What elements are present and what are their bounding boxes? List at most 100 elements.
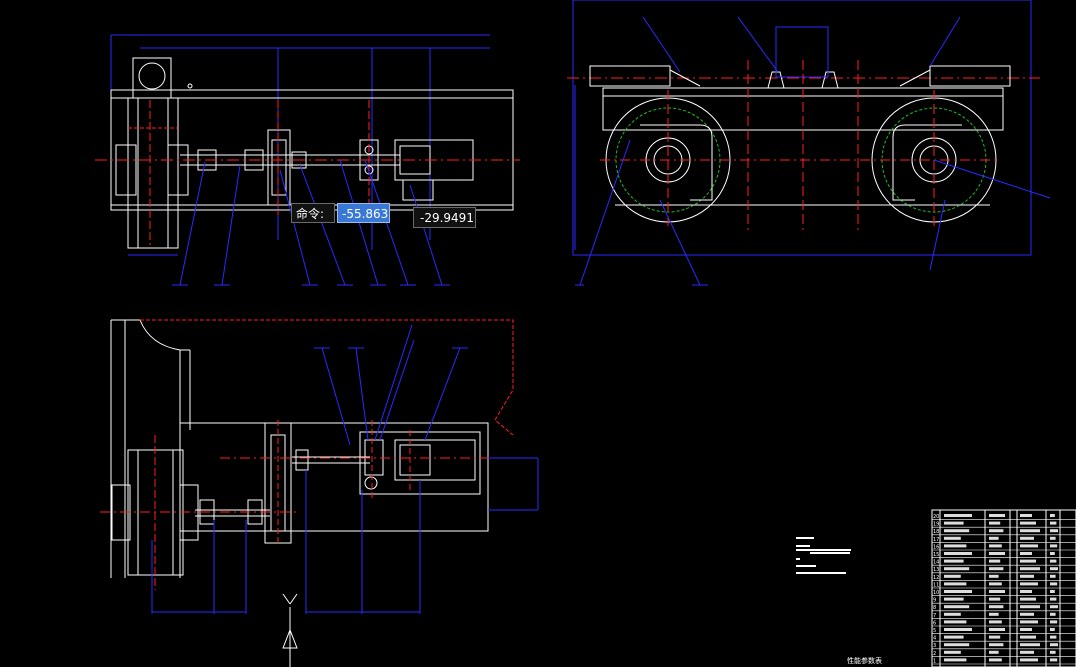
- table-cell-text: [1020, 643, 1040, 647]
- table-row-number: 13: [933, 567, 939, 573]
- table-row-number: 2: [933, 651, 936, 657]
- table-cell-text: [944, 521, 964, 525]
- table-row-number: 5: [933, 628, 936, 634]
- table-cell-text: [944, 590, 972, 593]
- table-cell-text: [1050, 628, 1055, 631]
- table-cell-text: [989, 567, 1004, 571]
- table-cell-text: [1020, 536, 1034, 540]
- notes-caption: 性能参数表: [847, 657, 882, 665]
- table-cell-text: [1020, 529, 1040, 533]
- dynamic-input-y[interactable]: -29.9491: [413, 207, 476, 228]
- table-cell-text: [1020, 628, 1032, 631]
- table-cell-text: [989, 612, 999, 616]
- table-cell-text: [1050, 529, 1058, 533]
- table-row-number: 4: [933, 636, 936, 642]
- table-cell-text: [1020, 658, 1038, 662]
- table-cell-text: [989, 582, 1002, 586]
- table-row-number: 7: [933, 613, 936, 619]
- table-cell-text: [944, 650, 961, 654]
- table-cell-text: [944, 635, 964, 639]
- dynamic-input-x[interactable]: -55.8631: [337, 203, 390, 223]
- table-row-number: 14: [933, 560, 939, 566]
- table-cell-text: [989, 597, 1001, 601]
- table-cell-text: [1020, 582, 1038, 586]
- table-cell-text: [944, 612, 961, 616]
- table-cell-text: [1050, 620, 1058, 624]
- table-cell-text: [944, 514, 972, 517]
- table-cell-text: [944, 529, 970, 533]
- table-cell-text: [944, 552, 972, 555]
- table-cell-text: [1050, 597, 1057, 601]
- table-cell-text: [1050, 559, 1057, 563]
- table-cell-text: [989, 536, 999, 540]
- table-cell-text: [1050, 574, 1056, 578]
- table-cell-text: [1020, 597, 1036, 601]
- table-row-number: 16: [933, 544, 939, 550]
- table-cell-text: [989, 658, 1002, 662]
- table-cell-text: [989, 559, 1001, 563]
- table-cell-text: [944, 628, 972, 631]
- table-cell-text: [944, 597, 964, 601]
- technical-notes: [796, 537, 851, 574]
- table-cell-text: [1050, 536, 1056, 540]
- table-cell-text: [1050, 514, 1055, 517]
- table-cell-text: [1020, 635, 1036, 639]
- table-row-number: 20: [933, 514, 939, 520]
- ucs-icon: [282, 593, 298, 667]
- table-cell-text: [1050, 567, 1058, 571]
- table-cell-text: [1020, 620, 1038, 624]
- table-cell-text: [1050, 643, 1058, 647]
- table-row-number: 12: [933, 575, 939, 581]
- table-cell-text: [1020, 650, 1034, 654]
- table-row-number: 17: [933, 537, 939, 543]
- table-cell-text: [989, 650, 999, 654]
- table-cell-text: [1050, 635, 1057, 639]
- table-cell-text: [944, 536, 961, 540]
- table-cell-text: [1020, 574, 1034, 578]
- table-cell-text: [1050, 544, 1058, 548]
- table-cell-text: [1020, 605, 1040, 609]
- table-cell-text: [989, 529, 1004, 533]
- table-cell-text: [989, 521, 1001, 525]
- table-cell-text: [1020, 612, 1034, 616]
- table-cell-text: [1050, 552, 1055, 555]
- table-cell-text: [944, 544, 967, 548]
- table-cell-text: [944, 559, 964, 563]
- table-cell-text: [1020, 552, 1032, 555]
- table-cell-text: [1020, 559, 1036, 563]
- table-cell-text: [944, 574, 961, 578]
- table-cell-text: [1050, 612, 1056, 616]
- table-cell-text: [1050, 650, 1056, 654]
- front-view: [95, 34, 520, 286]
- table-cell-text: [1020, 544, 1038, 548]
- table-cell-text: [944, 658, 967, 662]
- table-cell-text: [1020, 567, 1040, 571]
- table-cell-text: [1020, 521, 1036, 525]
- table-row-number: 10: [933, 590, 939, 596]
- table-cell-text: [989, 544, 1002, 548]
- table-row-number: 6: [933, 620, 936, 626]
- table-cell-text: [989, 620, 1002, 624]
- parts-list-table: [931, 509, 1076, 667]
- table-row-number: 8: [933, 605, 936, 611]
- table-row-number: 3: [933, 643, 936, 649]
- table-cell-text: [989, 643, 1004, 647]
- table-cell-text: [1020, 590, 1032, 593]
- table-cell-text: [989, 590, 1005, 593]
- table-cell-text: [1050, 521, 1057, 525]
- table-cell-text: [989, 635, 1001, 639]
- table-row-number: 19: [933, 522, 939, 528]
- table-row-number: 15: [933, 552, 939, 558]
- table-cell-text: [1050, 605, 1058, 609]
- table-cell-text: [1050, 582, 1058, 586]
- table-cell-text: [944, 620, 967, 624]
- table-row-number: 9: [933, 598, 936, 604]
- side-view: [567, 0, 1051, 286]
- table-cell-text: [944, 582, 967, 586]
- table-cell-text: [944, 605, 970, 609]
- plan-view: [100, 319, 540, 614]
- table-cell-text: [989, 628, 1005, 631]
- table-row-number: 18: [933, 529, 939, 535]
